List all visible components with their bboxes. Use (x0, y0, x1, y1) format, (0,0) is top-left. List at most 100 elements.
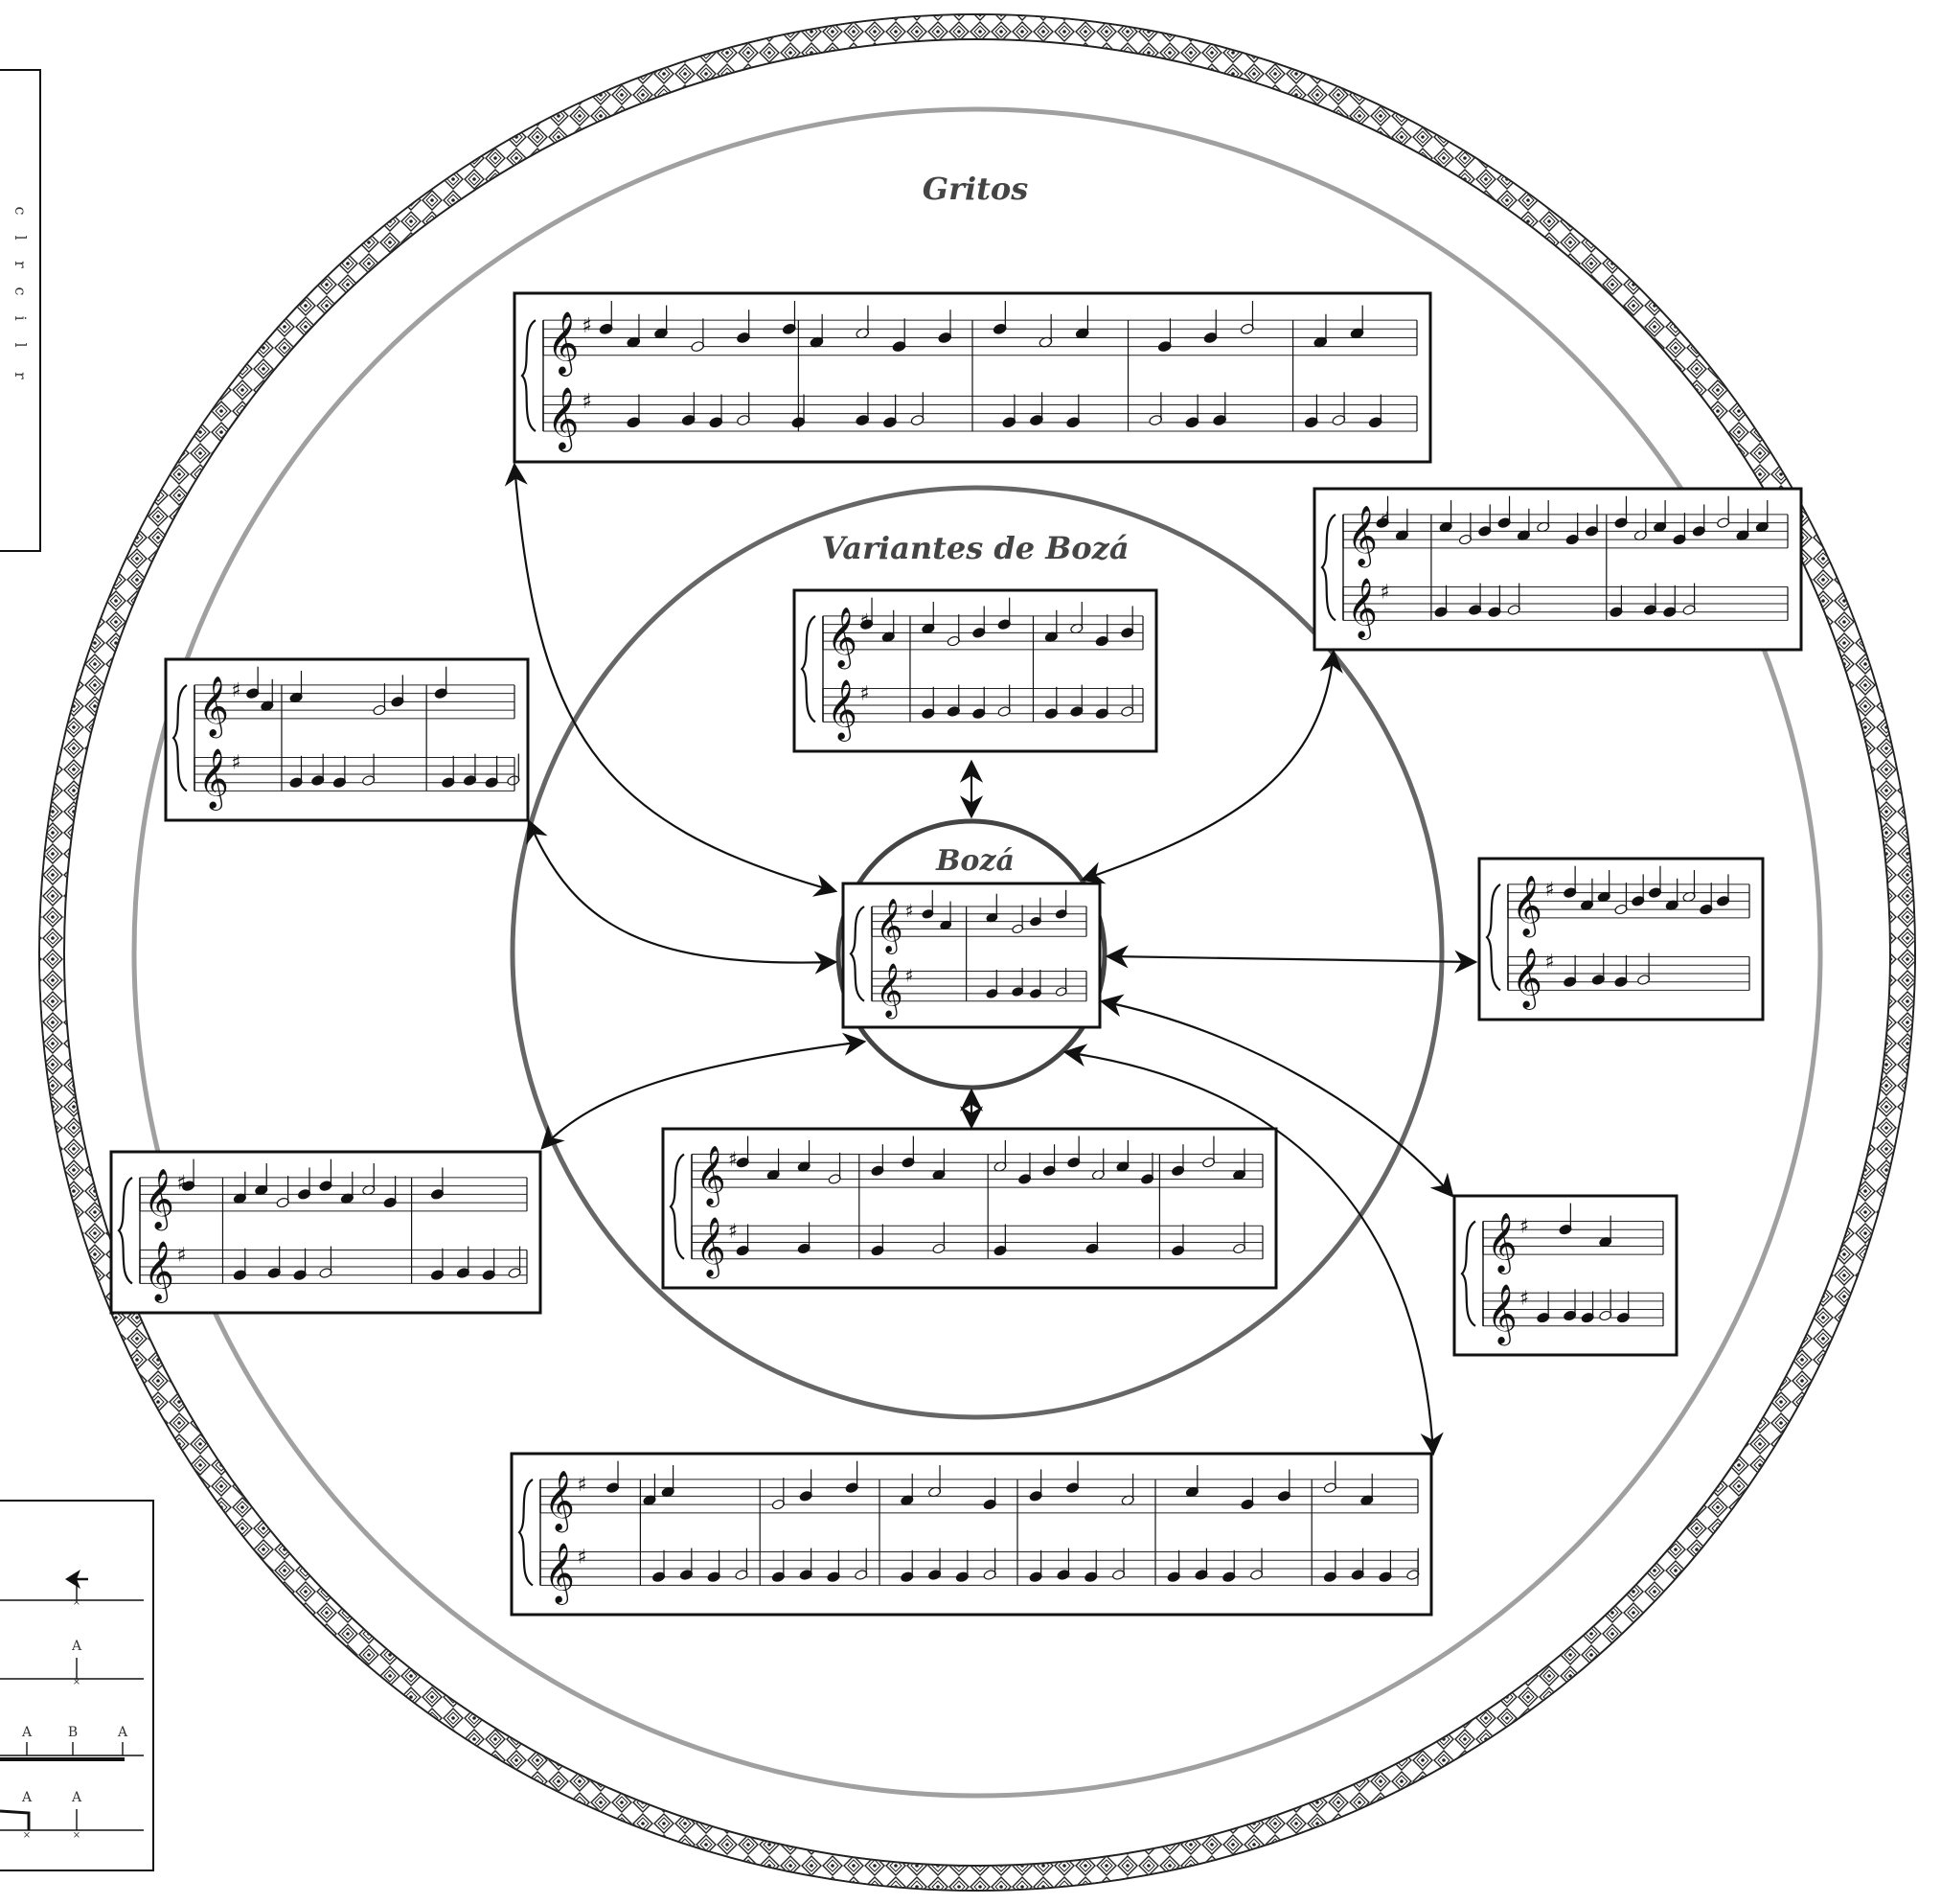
svg-text:×: × (23, 1830, 31, 1841)
rhythm-row3-letter-2: B (68, 1725, 78, 1740)
rhythm-legend-box: × A × A B A A A × × (0, 1500, 154, 1871)
score-gritos-bottom: 𝄞♯𝄞♯ (510, 1452, 1433, 1617)
key-sharp-icon: ♯ (859, 682, 869, 705)
treble-clef-icon: 𝄞 (144, 1168, 174, 1231)
key-sharp-icon: ♯ (231, 751, 240, 774)
gritos-label: Gritos (923, 171, 1028, 207)
staff-brace (171, 683, 188, 792)
svg-text:×: × (73, 1830, 80, 1841)
treble-clef-icon: 𝄞 (544, 1543, 575, 1606)
key-sharp-icon: ♯ (728, 1219, 738, 1242)
treble-clef-icon: 𝄞 (1487, 1283, 1518, 1346)
score-gritos-right-lower: 𝄞♯𝄞♯ (1452, 1194, 1678, 1357)
upper-staff: 𝄞♯ (1342, 495, 1789, 568)
key-sharp-icon: ♯ (1519, 1215, 1529, 1238)
score-gritos-top: 𝄞♯𝄞♯ (513, 291, 1432, 464)
score-variant-bottom: 𝄞♯𝄞♯ (661, 1127, 1278, 1290)
treble-clef-icon: 𝄞 (827, 679, 857, 743)
upper-staff: 𝄞♯ (822, 597, 1144, 670)
arrow-center-to-right-top-grito (1080, 649, 1343, 884)
score-boxes: 𝄞♯𝄞♯𝄞♯𝄞♯𝄞♯𝄞♯𝄞♯𝄞♯𝄞♯𝄞♯𝄞♯𝄞♯𝄞♯𝄞♯𝄞♯𝄞♯𝄞♯𝄞♯𝄞♯𝄞♯ (109, 291, 1803, 1617)
arrow-center-to-bottom-grito (1062, 1044, 1444, 1457)
score-gritos-right-top: 𝄞♯𝄞♯ (1313, 487, 1803, 652)
key-sharp-icon: ♯ (1544, 878, 1554, 901)
score-gritos-right-mid: 𝄞♯𝄞♯ (1477, 857, 1765, 1021)
side-glyph-7: r (11, 372, 30, 379)
staff-brace (117, 1176, 133, 1285)
rhythm-row3-letter-3: A (117, 1725, 128, 1740)
lower-staff: 𝄞♯ (139, 1241, 528, 1304)
lower-staff: 𝄞♯ (1507, 948, 1750, 1011)
treble-clef-icon: 𝄞 (144, 1241, 174, 1304)
key-sharp-icon: ♯ (728, 1148, 738, 1171)
key-sharp-icon: ♯ (904, 902, 913, 922)
treble-clef-icon: 𝄞 (1347, 578, 1378, 641)
staff-brace (800, 614, 816, 723)
treble-clef-icon: 𝄞 (696, 1216, 726, 1279)
staff-brace (669, 1153, 685, 1260)
treble-clef-icon: 𝄞 (1487, 1211, 1518, 1274)
side-glyph-5: i (11, 315, 30, 320)
outer-decorative-ring (38, 13, 1916, 1892)
key-sharp-icon: ♯ (904, 966, 913, 986)
side-glyph-1: c (11, 207, 30, 216)
left-legend-box: c l r c i l r (0, 69, 41, 552)
treble-clef-icon: 𝄞 (876, 963, 903, 1019)
svg-text:×: × (73, 1677, 80, 1687)
treble-clef-icon: 𝄞 (544, 1470, 575, 1533)
lower-staff: 𝄞♯ (542, 386, 1418, 452)
arrow-center-to-left-lower-grito (540, 1032, 867, 1150)
key-sharp-icon: ♯ (582, 314, 592, 338)
key-sharp-icon: ♯ (577, 1473, 586, 1496)
lower-staff: 𝄞♯ (1342, 578, 1789, 641)
rhythm-row4-letter-1: A (21, 1790, 33, 1805)
treble-clef-icon: 𝄞 (1347, 505, 1378, 568)
treble-clef-icon: 𝄞 (547, 386, 580, 452)
key-sharp-icon: ♯ (1519, 1286, 1529, 1309)
side-glyph-3: r (11, 261, 30, 268)
lower-staff: 𝄞♯ (539, 1543, 1420, 1606)
upper-staff: 𝄞♯ (542, 301, 1418, 377)
staff-brace (1485, 883, 1501, 992)
upper-staff: 𝄞♯ (1507, 865, 1750, 938)
staff-brace (520, 319, 537, 432)
treble-clef-icon: 𝄞 (198, 748, 229, 812)
treble-clef-icon: 𝄞 (696, 1144, 726, 1207)
score-gritos-left-top: 𝄞♯𝄞♯ (164, 657, 530, 822)
arrow-center-to-left-grito (526, 818, 838, 975)
side-glyph-6: l (11, 342, 30, 347)
key-sharp-icon: ♯ (231, 678, 240, 701)
back-arrow-icon (65, 1570, 88, 1600)
key-sharp-icon: ♯ (1544, 951, 1554, 974)
score-variant-top: 𝄞♯𝄞♯ (792, 588, 1158, 753)
svg-text:×: × (73, 1597, 80, 1608)
upper-staff: 𝄞♯ (539, 1460, 1419, 1533)
key-sharp-icon: ♯ (1380, 581, 1389, 604)
staff-brace (849, 906, 865, 1002)
side-glyph-4: c (11, 287, 30, 296)
lower-staff: 𝄞♯ (822, 679, 1144, 743)
gritos-ring (131, 106, 1823, 1799)
upper-staff: 𝄞♯ (691, 1136, 1264, 1207)
staff-brace (1320, 513, 1336, 622)
key-sharp-icon: ♯ (577, 1546, 586, 1569)
treble-clef-icon: 𝄞 (547, 310, 580, 377)
score-gritos-left-lower: 𝄞♯𝄞♯ (109, 1150, 542, 1315)
treble-clef-icon: 𝄞 (198, 676, 229, 739)
upper-staff: 𝄞♯ (871, 889, 1087, 954)
treble-clef-icon: 𝄞 (827, 607, 857, 670)
treble-clef-icon: 𝄞 (1512, 875, 1542, 938)
boza-label: Bozá (935, 844, 1015, 878)
arrow-center-to-right-mid-grito (1105, 945, 1478, 974)
lower-staff: 𝄞♯ (871, 963, 1087, 1019)
upper-staff: 𝄞♯ (194, 666, 515, 739)
key-sharp-icon: ♯ (176, 1171, 186, 1194)
upper-staff: 𝄞♯ (139, 1158, 528, 1231)
connection-arrows (504, 462, 1478, 1457)
treble-clef-icon: 𝄞 (876, 899, 903, 954)
staff-brace (517, 1478, 534, 1587)
variantes-label: Variantes de Bozá (821, 530, 1129, 566)
rhythm-row2-letter: A (71, 1639, 82, 1654)
rhythm-row3-letter-1: A (21, 1725, 33, 1740)
